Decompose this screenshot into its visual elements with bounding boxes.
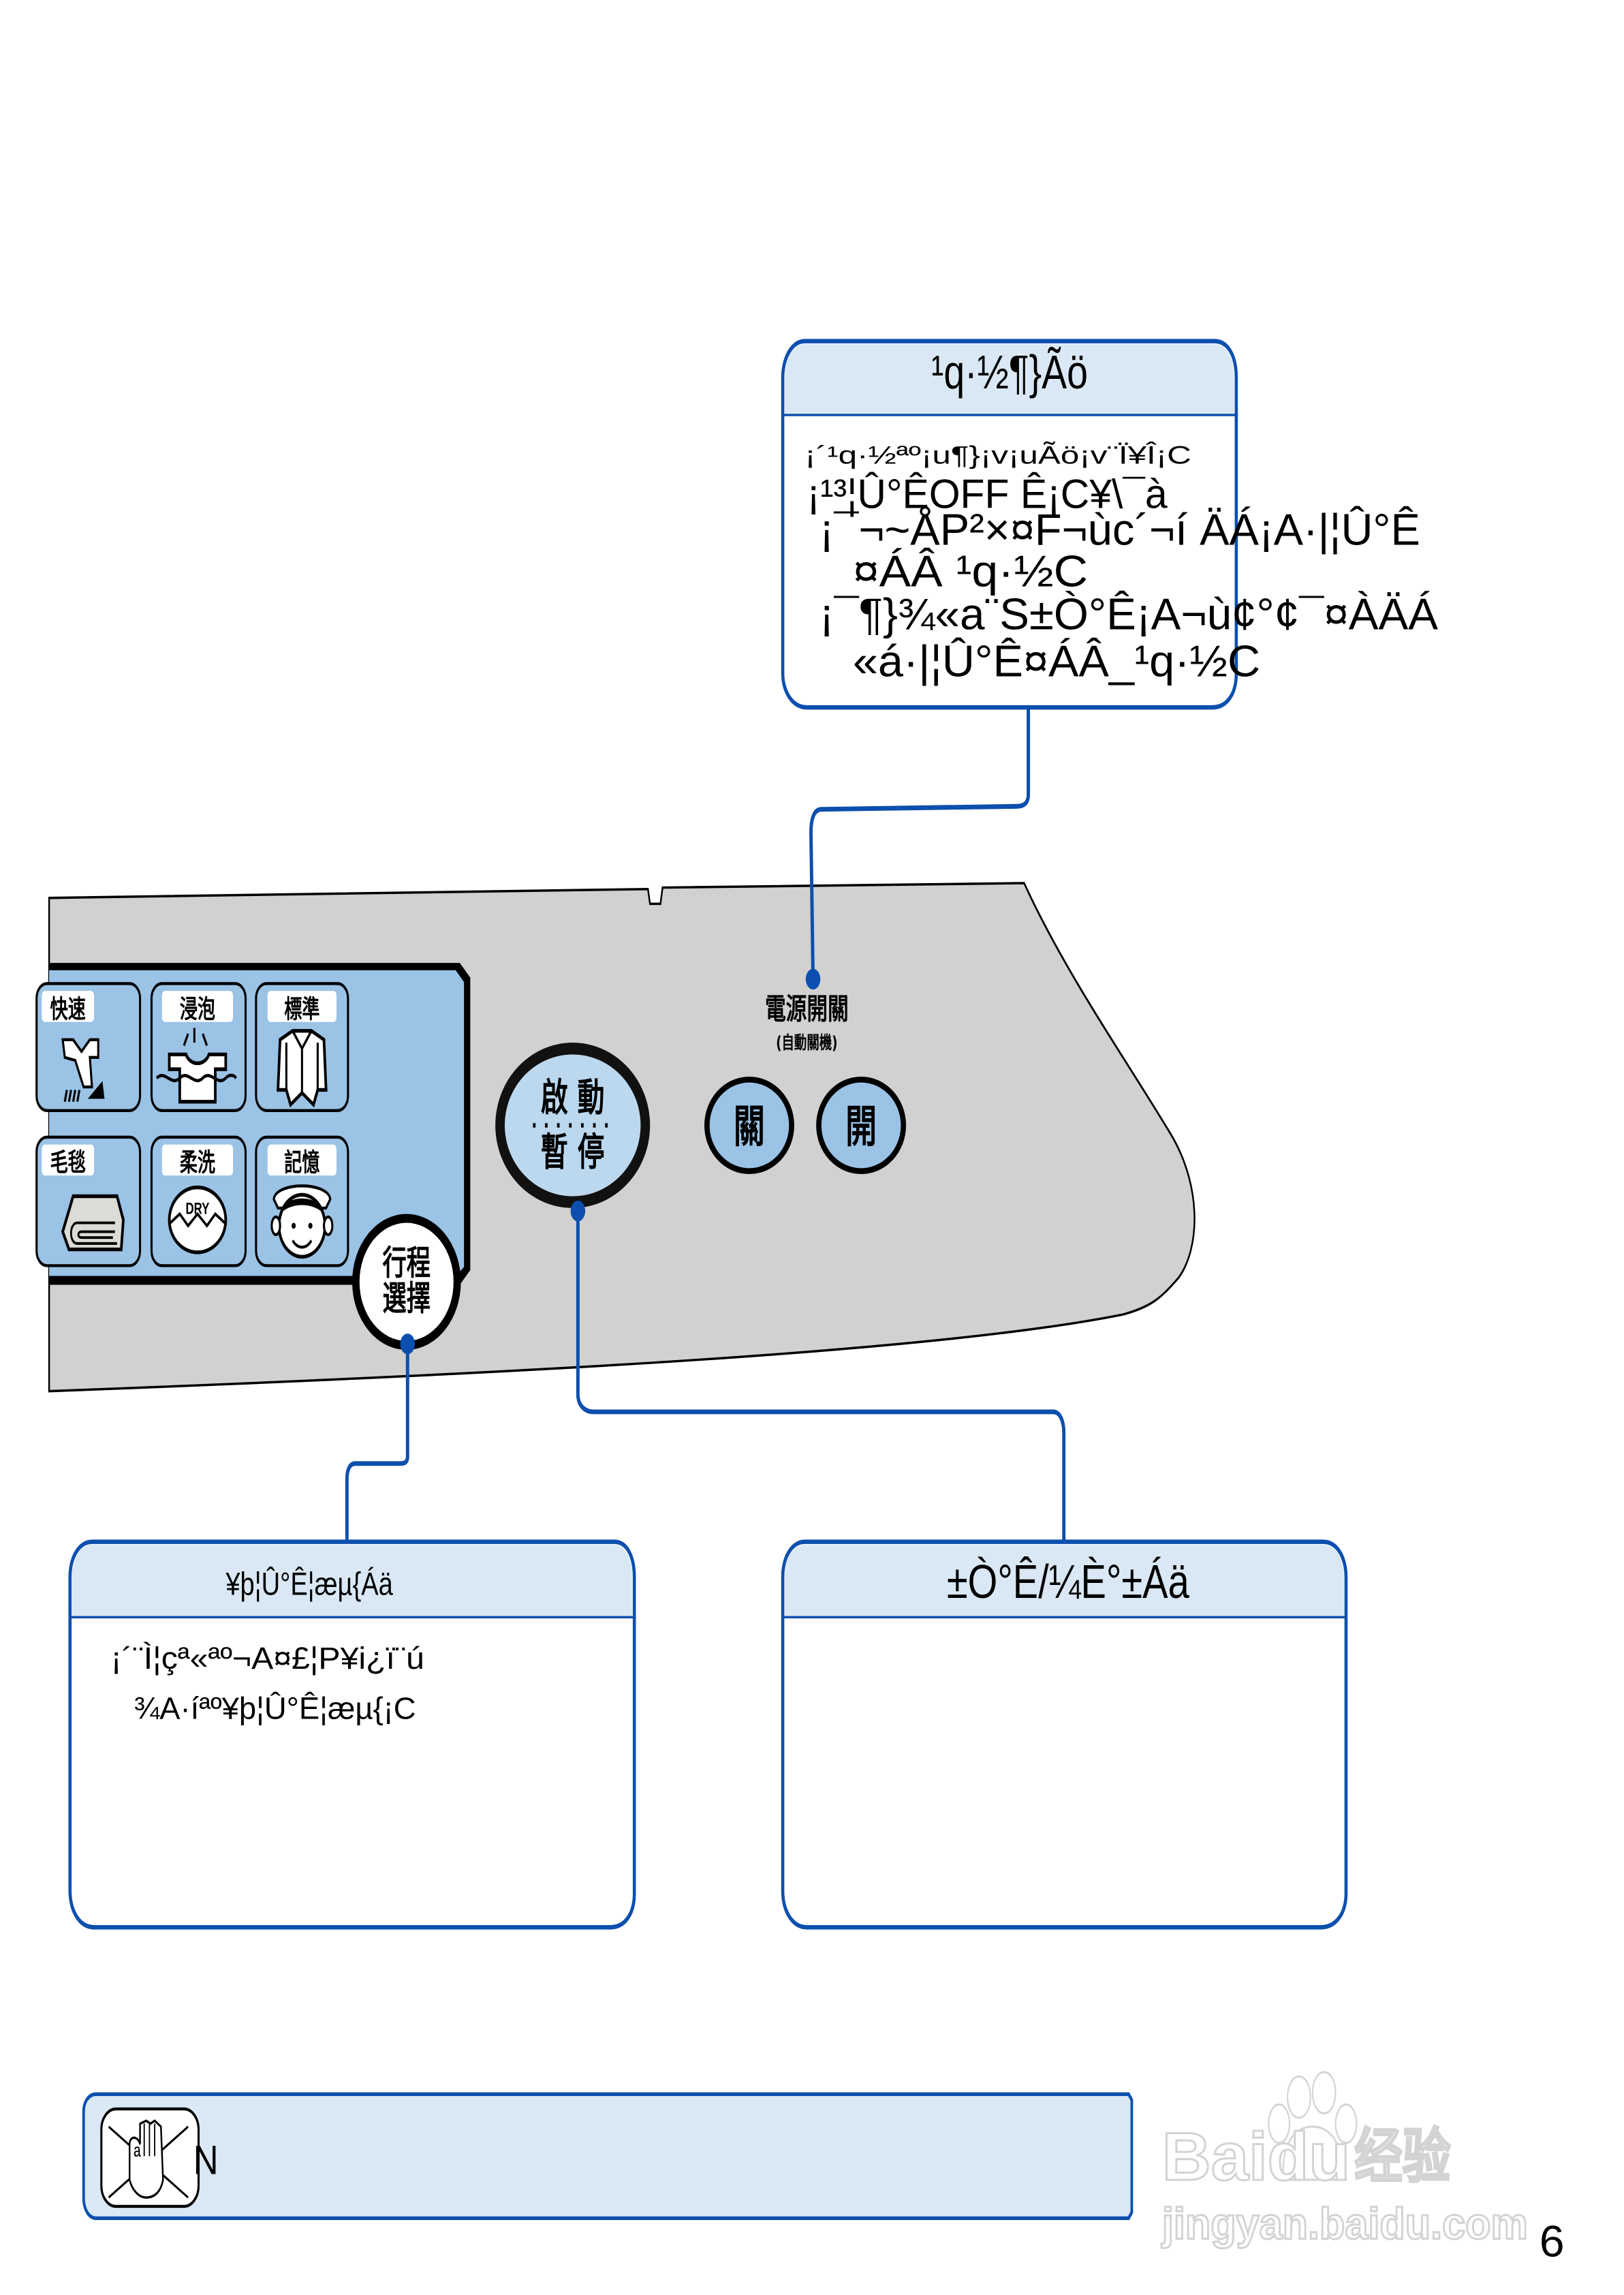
program-tile-blanket[interactable]: 毛毯 <box>35 1135 142 1267</box>
watermark-brand: Baidu <box>1162 2119 1350 2195</box>
start-pause-button[interactable]: 啟 動 暫 停 <box>495 1043 651 1208</box>
start-pause-info-box: ±Ò°Ê/¼È°±Áä <box>781 1539 1348 1930</box>
dry-gentle-icon: DRY <box>168 1185 228 1254</box>
power-box-title: ¹q·½¶}Ãö <box>931 346 1088 399</box>
power-box-line: ¡¹³¦Û°ÊOFF Ê¡C¥\¯à <box>807 471 1168 517</box>
tile-label: 毛毯 <box>50 1148 86 1177</box>
blanket-icon <box>61 1194 125 1252</box>
power-on-button[interactable]: 開 <box>816 1076 907 1175</box>
pause-label: 暫 停 <box>541 1130 605 1175</box>
power-box-line: ¡¯¬~ÅP²×¤F¬ùc´¬í ÄÁ¡A·|¦Û°Ê <box>819 505 1420 555</box>
start-box-title: ±Ò°Ê/¼È°±Áä <box>947 1556 1189 1608</box>
watermark-url: jingyan.baidu.com <box>1161 2199 1528 2249</box>
power-box-line: ¤ÁÂ ¹q·½C <box>853 546 1088 596</box>
power-box-line: ¡¯¶}¾«a¨S±Ò°Ê¡A¬ù¢°¢¯¤ÀÄÁ <box>819 589 1439 638</box>
program-tile-quick[interactable]: 快速 <box>35 982 142 1112</box>
power-info-box: ¹q·½¶}Ãö ¡´¹q·½ªº¡u¶}¡v¡uÃö¡v¨Ï¥Î¡C ¡¹³¦… <box>781 339 1439 710</box>
program-tile-standard[interactable]: 標準 <box>255 982 349 1112</box>
start-label: 啟 動 <box>541 1075 605 1120</box>
program-select-line1: 行程 <box>382 1244 431 1283</box>
note-text: N <box>193 2137 219 2183</box>
start-connector-dot <box>570 1201 586 1222</box>
tile-label: 標準 <box>284 994 319 1024</box>
program-select-line2: 選擇 <box>382 1279 431 1319</box>
no-hand-icon: ª <box>100 2107 200 2208</box>
program-connector-line <box>345 1341 409 1541</box>
soak-icon <box>156 1028 237 1104</box>
tile-label: 記憶 <box>284 1148 319 1177</box>
program-select-button[interactable]: 行程 選擇 <box>352 1214 461 1350</box>
quick-wash-icon <box>61 1038 105 1103</box>
tile-label: 浸泡 <box>180 994 215 1024</box>
program-tile-memory[interactable]: 記憶 <box>255 1135 349 1267</box>
power-connector-line <box>809 705 1031 982</box>
program-info-box: ¥þ¦Û°Ê¦æµ{Áä ¡´¨Ì¦çª«ªº¬A¤£¦P¥i¿ï¨ú ¾A·í… <box>68 1539 636 1930</box>
program-box-line: ¡´¨Ì¦çª«ªº¬A¤£¦P¥i¿ï¨ú <box>111 1642 424 1676</box>
program-tile-gentle[interactable]: 柔洗 DRY <box>150 1135 247 1267</box>
svg-text:DRY: DRY <box>185 1200 209 1218</box>
tile-label: 快速 <box>50 994 86 1024</box>
power-on-label: 開 <box>845 1101 877 1152</box>
power-box-line: ¡´¹q·½ªº¡u¶}¡v¡uÃö¡v¨Ï¥Î¡C <box>805 441 1191 469</box>
power-off-button[interactable]: 關 <box>704 1076 794 1175</box>
power-switch-label: 電源開關 <box>765 991 849 1026</box>
program-box-title: ¥þ¦Û°Ê¦æµ{Áä <box>225 1566 392 1602</box>
power-off-label: 關 <box>734 1101 765 1152</box>
control-panel: 快速 浸泡 標準 <box>35 882 1196 1393</box>
note-icon-glyph: ª <box>134 2142 141 2172</box>
power-connector-dot <box>805 968 821 990</box>
start-connector-line <box>576 1208 1066 1545</box>
page-number: 6 <box>1540 2217 1565 2266</box>
program-tile-soak[interactable]: 浸泡 <box>150 982 247 1112</box>
tile-label: 柔洗 <box>180 1148 215 1177</box>
program-connector-dot <box>400 1334 416 1355</box>
memory-face-icon <box>270 1184 334 1259</box>
power-box-line: «á·|¦Û°Ê¤ÁÂ_¹q·½C <box>853 636 1260 686</box>
standard-shirt-icon <box>277 1029 328 1108</box>
watermark-suffix: 经验 <box>1354 2123 1450 2189</box>
paw-icon <box>1268 2071 1358 2181</box>
baidu-watermark: Baidu 经验 jingyan.baidu.com <box>1161 2071 1529 2249</box>
program-box-line: ¾A·íªº¥þ¦Û°Ê¦æµ{¡C <box>134 1691 416 1726</box>
note-box: ª N <box>82 2092 1134 2221</box>
power-switch-sublabel: (自動關機) <box>776 1032 837 1053</box>
